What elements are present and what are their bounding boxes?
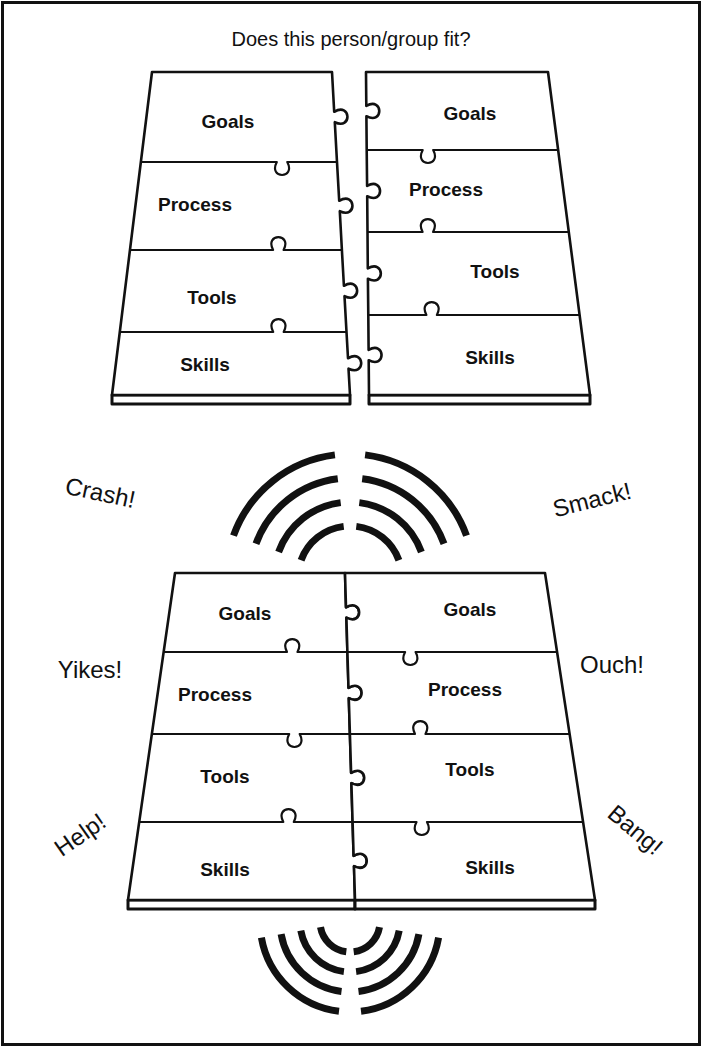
piece-label: Process [409, 179, 483, 201]
impact-arc [234, 455, 335, 536]
piece-divider [120, 162, 347, 332]
piece-divider [367, 150, 580, 315]
piece-label: Process [178, 684, 252, 706]
puzzle-platform [128, 573, 367, 909]
sound-effect: Ouch! [580, 651, 644, 679]
impact-arc [279, 503, 341, 552]
impact-arc [321, 927, 347, 952]
platform-outline [366, 72, 590, 395]
impact-arc [281, 934, 341, 991]
platform-outline [345, 573, 595, 900]
piece-label: Goals [444, 103, 497, 125]
puzzle-piece: Goals [440, 101, 501, 127]
puzzle-piece: Skills [461, 855, 519, 881]
puzzle-platforms [112, 72, 595, 909]
platform-base [369, 395, 590, 404]
piece-label: Goals [444, 599, 497, 621]
piece-label: Tools [470, 261, 519, 283]
impact-arc [361, 938, 439, 1012]
puzzle-piece: Process [424, 677, 506, 703]
sound-effect: Yikes! [58, 656, 122, 684]
piece-label: Process [428, 679, 502, 701]
platform-base [355, 900, 595, 909]
piece-label: Tools [445, 759, 494, 781]
impact-arc [356, 526, 399, 560]
puzzle-piece: Skills [176, 352, 234, 378]
piece-divider [139, 639, 352, 822]
impact-arc [354, 927, 380, 952]
puzzle-piece: Goals [440, 597, 501, 623]
puzzle-platform [345, 573, 595, 909]
piece-label: Goals [202, 111, 255, 133]
puzzle-piece: Tools [196, 764, 254, 790]
puzzle-piece: Process [154, 192, 236, 218]
piece-label: Skills [200, 859, 250, 881]
impact-arc [359, 934, 419, 991]
puzzle-piece: Process [405, 177, 487, 203]
platform-outline [112, 72, 361, 395]
puzzle-piece: Tools [441, 757, 499, 783]
impact-arc [261, 938, 339, 1012]
puzzle-piece: Tools [466, 259, 524, 285]
puzzle-platform [366, 72, 590, 404]
platform-base [112, 395, 350, 404]
impact-arc [356, 931, 399, 972]
piece-label: Skills [465, 347, 515, 369]
piece-label: Skills [180, 354, 230, 376]
piece-divider [347, 652, 583, 835]
impact-arc [359, 503, 421, 552]
puzzle-piece: Goals [215, 601, 276, 627]
piece-label: Process [158, 194, 232, 216]
impact-arc [365, 455, 466, 536]
title-text: Does this person/group fit? [231, 28, 470, 50]
puzzle-piece: Goals [198, 109, 259, 135]
puzzle-piece: Tools [183, 285, 241, 311]
piece-label: Goals [219, 603, 272, 625]
impact-arc [301, 526, 344, 560]
puzzle-piece: Skills [461, 345, 519, 371]
frame-border [3, 3, 700, 1045]
platform-outline [128, 573, 367, 900]
piece-label: Tools [187, 287, 236, 309]
puzzle-piece: Process [174, 682, 256, 708]
impact-arc [301, 931, 344, 972]
puzzle-platform [112, 72, 361, 404]
piece-label: Tools [200, 766, 249, 788]
diagram-title: Does this person/group fit? [0, 27, 702, 51]
platform-base [128, 900, 355, 909]
puzzle-piece: Skills [196, 857, 254, 883]
piece-label: Skills [465, 857, 515, 879]
